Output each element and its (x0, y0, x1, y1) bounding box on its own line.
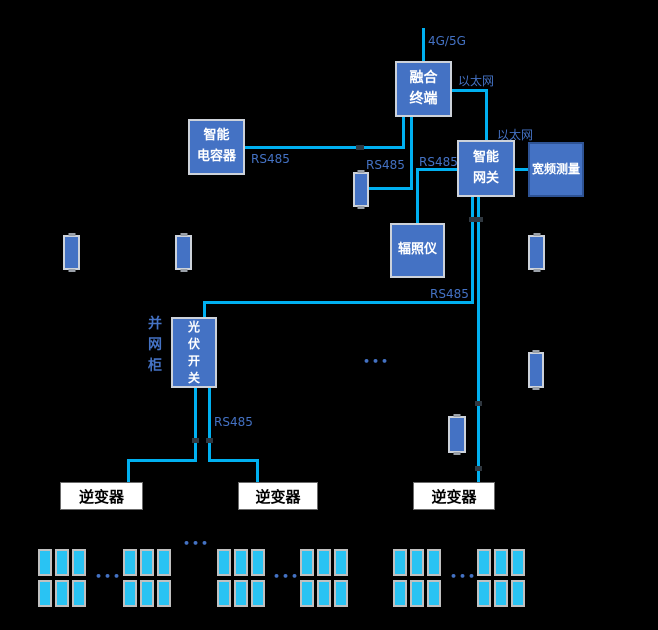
solar-panel (234, 580, 248, 607)
connector-gateway-irradiance-v (416, 168, 419, 223)
solar-panel-array (217, 549, 265, 607)
connector-gateway-switch-v2 (203, 301, 206, 317)
connector-joint (475, 401, 482, 406)
solar-panel (140, 580, 154, 607)
connector-wan-line (422, 28, 425, 61)
solar-panel (334, 580, 348, 607)
connector-joint (206, 438, 213, 443)
node-inverter-1: 逆变器 (60, 482, 143, 510)
connector-gateway-switch-v1 (471, 197, 474, 304)
node-broadband-measurement: 宽频测量 (528, 142, 584, 197)
solar-panel (427, 549, 441, 576)
connector-switch-inv2-v1 (208, 388, 211, 462)
label-ethernet-1: 以太网 (458, 74, 495, 88)
solar-panel-array (300, 549, 348, 607)
solar-panel (477, 580, 491, 607)
connector-switch-inv1-h (127, 459, 197, 462)
solar-panel (410, 549, 424, 576)
label-rs485-capacitor: RS485 (251, 152, 290, 166)
solar-panel (234, 549, 248, 576)
solar-panel (55, 549, 69, 576)
connector-gateway-switch-h (203, 301, 474, 304)
sensor-module (528, 235, 545, 270)
solar-panel (300, 549, 314, 576)
label-grid-cabinet: 并 网 柜 (148, 316, 162, 374)
connector-capacitor-terminal-h (245, 146, 405, 149)
ellipsis-devices: ••• (363, 355, 391, 368)
node-fusion-terminal: 融合 终端 (395, 61, 452, 117)
connector-capacitor-terminal-v (402, 117, 405, 149)
solar-panel (123, 580, 137, 607)
sensor-module (353, 172, 369, 207)
solar-panel (157, 580, 171, 607)
node-inverter-2: 逆变器 (238, 482, 318, 510)
solar-panel (251, 549, 265, 576)
solar-panel (55, 580, 69, 607)
ellipsis-panels-2: ••• (183, 537, 211, 550)
solar-panel (38, 549, 52, 576)
solar-panel (317, 549, 331, 576)
solar-panel (427, 580, 441, 607)
connector-terminal-gateway-v (485, 89, 488, 140)
connector-joint (476, 217, 483, 222)
connector-switch-inv1-v2 (127, 459, 130, 482)
solar-panel (217, 549, 231, 576)
node-smart-capacitor: 智能 电容器 (188, 119, 245, 175)
solar-panel (251, 580, 265, 607)
solar-panel (511, 549, 525, 576)
connector-switch-inv1-v1 (194, 388, 197, 462)
solar-panel (317, 580, 331, 607)
solar-panel (477, 549, 491, 576)
connector-gateway-irradiance-h (417, 168, 457, 171)
label-rs485-inverters: RS485 (214, 415, 253, 429)
solar-panel (393, 549, 407, 576)
solar-panel (72, 549, 86, 576)
label-rs485-irradiance: RS485 (419, 155, 458, 169)
ellipsis-panels-1: ••• (95, 570, 123, 583)
node-pv-switch: 光 伏 开 关 (171, 317, 217, 388)
solar-panel (72, 580, 86, 607)
node-smart-gateway: 智能 网关 (457, 140, 515, 197)
solar-panel (123, 549, 137, 576)
connector-switch-inv2-h (208, 459, 259, 462)
connector-switch-inv2-v2 (256, 459, 259, 482)
label-rs485-collector: RS485 (366, 158, 405, 172)
connector-joint (192, 438, 199, 443)
label-rs485-pv-switch: RS485 (430, 287, 469, 301)
node-inverter-3: 逆变器 (413, 482, 495, 510)
solar-panel (140, 549, 154, 576)
solar-panel-array (123, 549, 171, 607)
solar-panel-array (38, 549, 86, 607)
solar-panel (410, 580, 424, 607)
connector-gateway-inverter3 (477, 197, 480, 482)
solar-panel (511, 580, 525, 607)
connector-collector-terminal-h (368, 187, 412, 190)
solar-panel-array (393, 549, 441, 607)
node-irradiance-meter: 辐照仪 (390, 223, 445, 278)
connector-joint (356, 145, 364, 150)
sensor-module (448, 416, 466, 453)
sensor-module (528, 352, 544, 388)
connector-terminal-gateway-h (452, 89, 487, 92)
solar-panel (393, 580, 407, 607)
solar-panel (217, 580, 231, 607)
solar-panel (494, 580, 508, 607)
connector-collector-terminal-v (410, 117, 413, 190)
connector-gateway-broadband (515, 168, 530, 171)
sensor-module (63, 235, 80, 270)
label-ethernet-2: 以太网 (497, 128, 534, 142)
solar-panel (334, 549, 348, 576)
ellipsis-panels-3: ••• (273, 570, 301, 583)
solar-panel-array (477, 549, 525, 607)
connector-joint (469, 217, 476, 222)
sensor-module (175, 235, 192, 270)
solar-panel (300, 580, 314, 607)
connector-joint (475, 466, 482, 471)
solar-panel (38, 580, 52, 607)
solar-panel (494, 549, 508, 576)
label-4g5g: 4G/5G (428, 34, 466, 48)
solar-panel (157, 549, 171, 576)
ellipsis-panels-4: ••• (450, 570, 478, 583)
